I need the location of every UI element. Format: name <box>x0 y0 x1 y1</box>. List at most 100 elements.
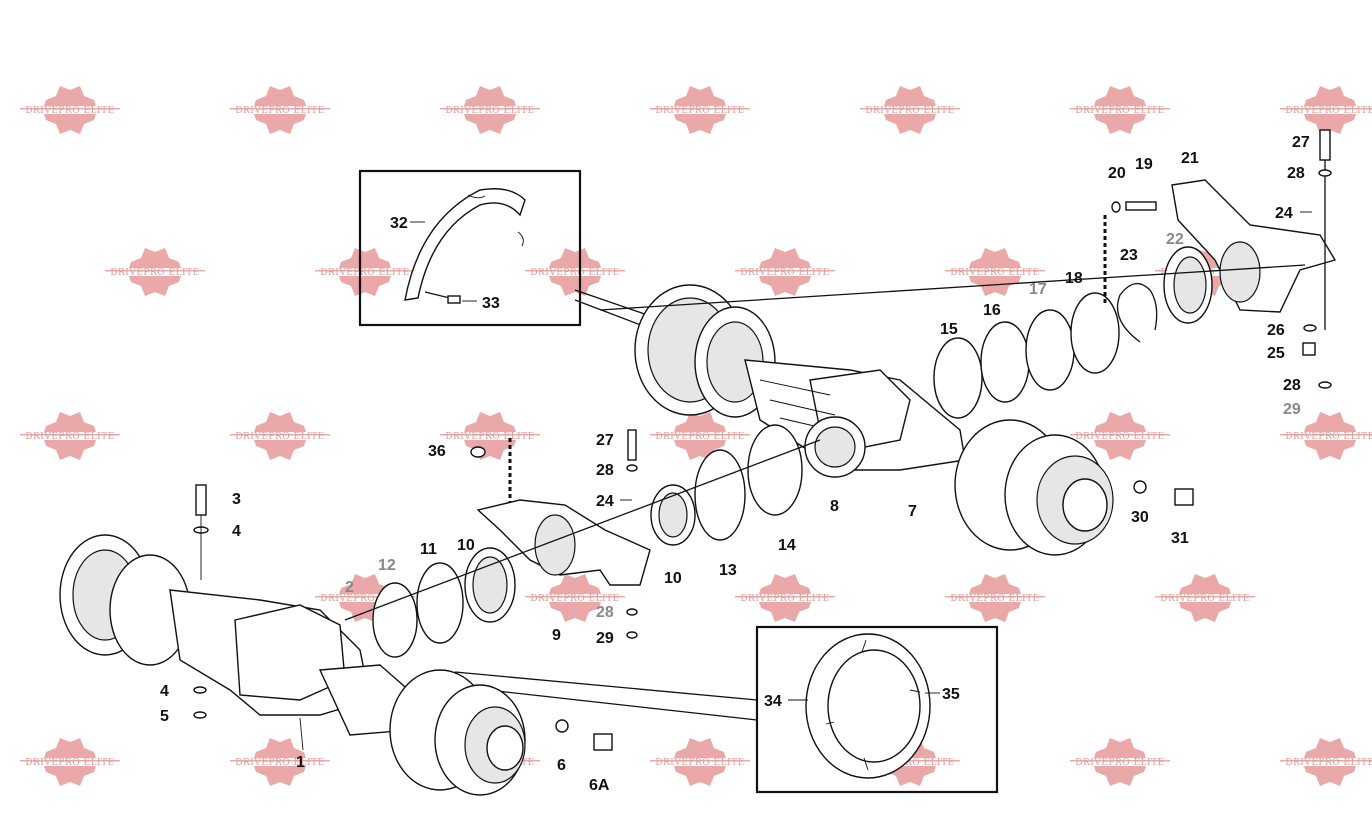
callout-13: 13 <box>719 562 737 579</box>
watermark-text: DRIVEPRO ELITE <box>110 268 199 278</box>
callout-19: 19 <box>1135 156 1153 173</box>
watermark-text: DRIVEPRO ELITE <box>740 594 829 604</box>
watermark-text: DRIVEPRO ELITE <box>865 758 954 768</box>
callout-27b: 27 <box>596 432 614 449</box>
watermark-10: DRIVEPRO ELITE <box>735 248 835 296</box>
callout-23: 23 <box>1120 247 1138 264</box>
watermark-text: DRIVEPRO ELITE <box>740 268 829 278</box>
callout-5: 5 <box>160 708 169 725</box>
watermark-5: DRIVEPRO ELITE <box>1070 86 1170 134</box>
watermark-1: DRIVEPRO ELITE <box>230 86 330 134</box>
callout-17: 17 <box>1029 281 1047 298</box>
watermark-31: DRIVEPRO ELITE <box>1070 738 1170 786</box>
watermark-text: DRIVEPRO ELITE <box>950 268 1039 278</box>
watermark-text: DRIVEPRO ELITE <box>235 106 324 116</box>
watermark-0: DRIVEPRO ELITE <box>20 86 120 134</box>
callout-29a: 29 <box>1283 401 1301 418</box>
callout-6a: 6A <box>589 777 610 794</box>
lower-axle-assembly <box>59 484 613 796</box>
watermark-7: DRIVEPRO ELITE <box>105 248 205 296</box>
callout-6: 6 <box>557 757 566 774</box>
watermark-25: DRIVEPRO ELITE <box>1155 574 1255 622</box>
callout-4b: 4 <box>160 683 169 700</box>
callout-14: 14 <box>778 537 796 554</box>
callout-34: 34 <box>764 693 782 710</box>
watermark-text: DRIVEPRO ELITE <box>25 758 114 768</box>
middle-bracket-assembly <box>344 424 821 658</box>
watermark-8: DRIVEPRO ELITE <box>315 248 415 296</box>
inset-brake-disc <box>454 625 999 794</box>
watermark-14: DRIVEPRO ELITE <box>230 412 330 460</box>
callout-29b: 29 <box>596 630 614 647</box>
watermark-text: DRIVEPRO ELITE <box>1075 106 1164 116</box>
callout-28d: 28 <box>596 604 614 621</box>
watermark-text: DRIVEPRO ELITE <box>320 594 409 604</box>
watermark-text: DRIVEPRO ELITE <box>865 106 954 116</box>
callout-7: 7 <box>908 503 917 520</box>
callout-33: 33 <box>482 295 500 312</box>
callout-20: 20 <box>1108 165 1126 182</box>
callout-28c: 28 <box>596 462 614 479</box>
watermark-text: DRIVEPRO ELITE <box>530 594 619 604</box>
watermark-22: DRIVEPRO ELITE <box>525 574 625 622</box>
watermark-32: DRIVEPRO ELITE <box>1280 738 1372 786</box>
inset-box-top <box>358 169 582 327</box>
upper-axle-assembly <box>470 129 1337 556</box>
callout-22: 22 <box>1166 231 1184 248</box>
watermark-text: DRIVEPRO ELITE <box>530 268 619 278</box>
callout-2: 2 <box>345 579 354 596</box>
watermark-27: DRIVEPRO ELITE <box>230 738 330 786</box>
callout-28b: 28 <box>1283 377 1301 394</box>
callout-36: 36 <box>428 443 446 460</box>
watermark-text: DRIVEPRO ELITE <box>655 758 744 768</box>
watermark-text: DRIVEPRO ELITE <box>1285 432 1372 442</box>
watermark-text: DRIVEPRO ELITE <box>235 432 324 442</box>
callout-10a: 10 <box>664 570 682 587</box>
callout-21: 21 <box>1181 150 1199 167</box>
callout-35: 35 <box>942 686 960 703</box>
watermark-3: DRIVEPRO ELITE <box>650 86 750 134</box>
callout-9: 9 <box>552 627 561 644</box>
callout-31: 31 <box>1171 530 1189 547</box>
watermark-24: DRIVEPRO ELITE <box>945 574 1045 622</box>
callout-4a: 4 <box>232 523 241 540</box>
watermark-16: DRIVEPRO ELITE <box>650 412 750 460</box>
watermark-text: DRIVEPRO ELITE <box>950 594 1039 604</box>
watermark-9: DRIVEPRO ELITE <box>525 248 625 296</box>
watermark-text: DRIVEPRO ELITE <box>445 432 534 442</box>
watermark-text: DRIVEPRO ELITE <box>235 758 324 768</box>
watermark-text: DRIVEPRO ELITE <box>320 268 409 278</box>
watermark-text: DRIVEPRO ELITE <box>445 106 534 116</box>
watermark-4: DRIVEPRO ELITE <box>860 86 960 134</box>
watermark-layer: DRIVEPRO ELITE DRIVEPRO ELITE DRIVEPRO ELI… <box>20 86 1372 786</box>
callout-27a: 27 <box>1292 134 1310 151</box>
callout-12: 12 <box>378 557 396 574</box>
callout-24b: 24 <box>596 493 614 510</box>
watermark-text: DRIVEPRO ELITE <box>1075 758 1164 768</box>
callout-8: 8 <box>830 498 839 515</box>
watermark-13: DRIVEPRO ELITE <box>20 412 120 460</box>
callout-15: 15 <box>940 321 958 338</box>
watermark-15: DRIVEPRO ELITE <box>440 412 540 460</box>
watermark-text: DRIVEPRO ELITE <box>1075 432 1164 442</box>
callout-3: 3 <box>232 491 241 508</box>
watermark-text: DRIVEPRO ELITE <box>1285 758 1372 768</box>
callout-1: 1 <box>296 754 305 771</box>
inset-box-bottom <box>755 625 999 794</box>
watermark-text: DRIVEPRO ELITE <box>655 106 744 116</box>
watermark-text: DRIVEPRO ELITE <box>25 432 114 442</box>
callout-16: 16 <box>983 302 1001 319</box>
watermark-11: DRIVEPRO ELITE <box>945 248 1045 296</box>
callout-32: 32 <box>390 215 408 232</box>
watermark-23: DRIVEPRO ELITE <box>735 574 835 622</box>
watermark-21: DRIVEPRO ELITE <box>315 574 415 622</box>
watermark-19: DRIVEPRO ELITE <box>1280 412 1372 460</box>
watermark-text: DRIVEPRO ELITE <box>1160 594 1249 604</box>
watermark-text: DRIVEPRO ELITE <box>25 106 114 116</box>
watermark-6: DRIVEPRO ELITE <box>1280 86 1372 134</box>
watermark-text: DRIVEPRO ELITE <box>1285 106 1372 116</box>
watermark-30: DRIVEPRO ELITE <box>860 738 960 786</box>
callout-10b: 10 <box>457 537 475 554</box>
